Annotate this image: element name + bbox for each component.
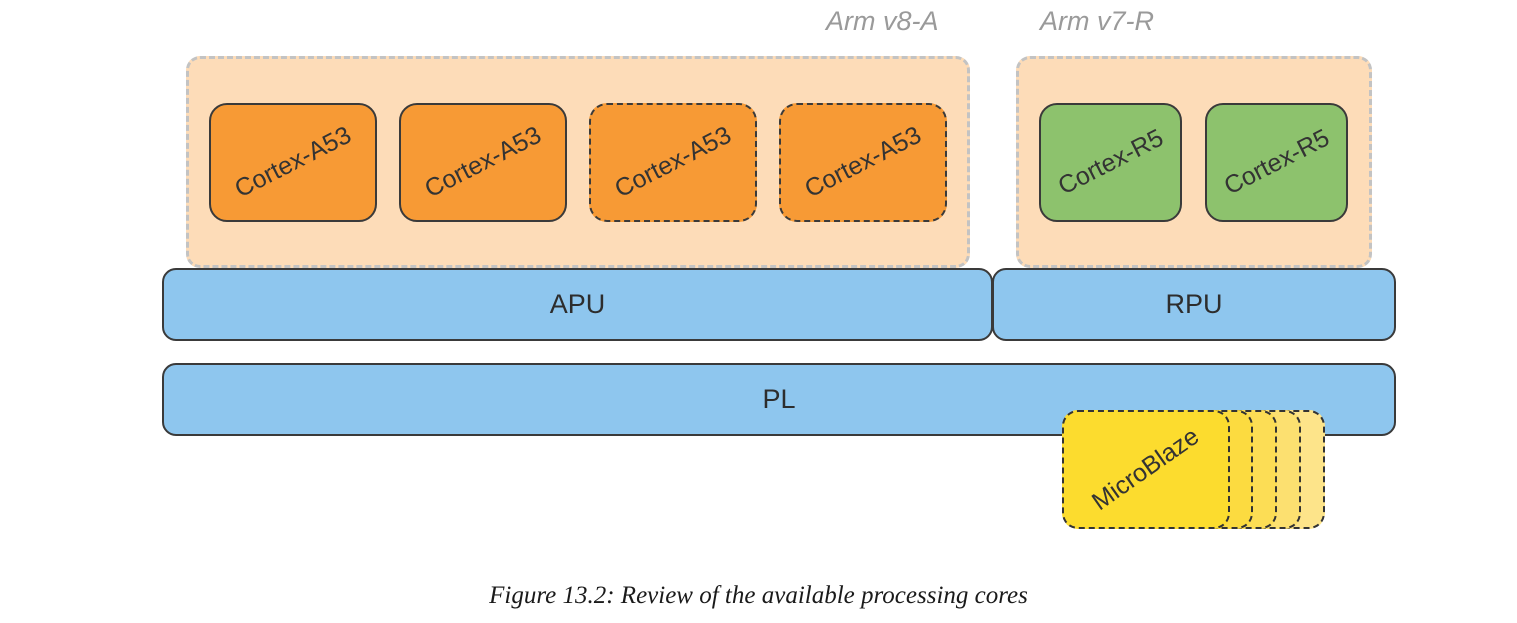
cortex-a53-core-2: Cortex-A53 <box>399 103 567 222</box>
microblaze-label: MicroBlaze <box>1087 422 1205 517</box>
core-label: Cortex-A53 <box>610 120 736 204</box>
core-label: Cortex-R5 <box>1053 123 1168 201</box>
cortex-r5-core-1: Cortex-R5 <box>1039 103 1182 222</box>
core-label: Cortex-A53 <box>230 120 356 204</box>
apu-bar: APU <box>162 268 993 341</box>
cortex-r5-core-2: Cortex-R5 <box>1205 103 1348 222</box>
core-label: Cortex-A53 <box>800 120 926 204</box>
cortex-a53-core-4: Cortex-A53 <box>779 103 947 222</box>
cortex-a53-core-3: Cortex-A53 <box>589 103 757 222</box>
figure-caption: Figure 13.2: Review of the available pro… <box>489 582 1028 609</box>
core-label: Cortex-A53 <box>420 120 546 204</box>
cortex-a53-core-1: Cortex-A53 <box>209 103 377 222</box>
microblaze-core: MicroBlaze <box>1062 410 1230 529</box>
rpu-bar: RPU <box>992 268 1396 341</box>
arm-v7r-label: Arm v7-R <box>1040 6 1154 36</box>
core-label: Cortex-R5 <box>1219 123 1334 201</box>
arm-v8a-label: Arm v8-A <box>826 6 939 36</box>
